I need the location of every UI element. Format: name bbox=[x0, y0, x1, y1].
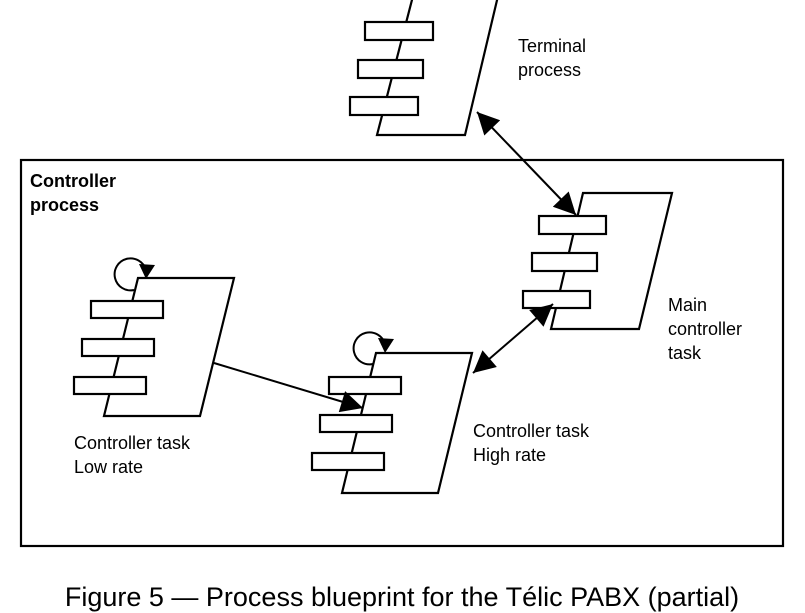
connections bbox=[213, 111, 577, 413]
connector-main-controller-high-rate bbox=[472, 303, 554, 374]
main-controller-port-1 bbox=[537, 214, 608, 236]
low-rate-label-line1: Controller task bbox=[74, 433, 191, 453]
low-rate-port-1 bbox=[89, 299, 165, 320]
terminal-label-line2: process bbox=[518, 60, 581, 80]
main-controller-port-3 bbox=[521, 289, 592, 310]
low-rate-label-line2: Low rate bbox=[74, 457, 143, 477]
container-label-line1: Controller bbox=[30, 171, 116, 191]
controller-process-container: Controller process bbox=[19, 158, 785, 548]
high-rate-label-line1: Controller task bbox=[473, 421, 590, 441]
container-label-line2: process bbox=[30, 195, 99, 215]
high-rate-self-loop bbox=[352, 331, 386, 366]
terminal-process-component: Terminal process bbox=[348, 0, 586, 137]
main-controller-port-2 bbox=[530, 251, 599, 273]
terminal-port-2 bbox=[356, 58, 425, 80]
connector-low-rate-to-high-rate bbox=[213, 362, 364, 413]
main-controller-label-line2: controller bbox=[668, 319, 742, 339]
high-rate-label-line2: High rate bbox=[473, 445, 546, 465]
controller-task-low-rate-component: Controller task Low rate bbox=[72, 257, 236, 477]
high-rate-port-1 bbox=[327, 375, 403, 396]
main-controller-label-line1: Main bbox=[668, 295, 707, 315]
terminal-label-line1: Terminal bbox=[518, 36, 586, 56]
high-rate-port-2 bbox=[318, 413, 394, 434]
terminal-port-1 bbox=[363, 20, 435, 42]
controller-task-high-rate-component: Controller task High rate bbox=[310, 331, 590, 495]
figure-caption: Figure 5 — Process blueprint for the Tél… bbox=[65, 582, 739, 612]
terminal-port-3 bbox=[348, 95, 420, 117]
container-frame bbox=[19, 158, 785, 548]
high-rate-self-loop-arrowhead-icon bbox=[378, 338, 394, 353]
main-controller-label-line3: task bbox=[668, 343, 702, 363]
low-rate-port-3 bbox=[72, 375, 148, 396]
low-rate-self-loop bbox=[113, 257, 147, 292]
main-controller-task-component: Main controller task bbox=[521, 191, 742, 363]
high-rate-port-3 bbox=[310, 451, 386, 472]
low-rate-port-2 bbox=[80, 337, 156, 358]
low-rate-self-loop-arrowhead-icon bbox=[139, 264, 155, 279]
connector-terminal-main-controller bbox=[476, 111, 577, 216]
